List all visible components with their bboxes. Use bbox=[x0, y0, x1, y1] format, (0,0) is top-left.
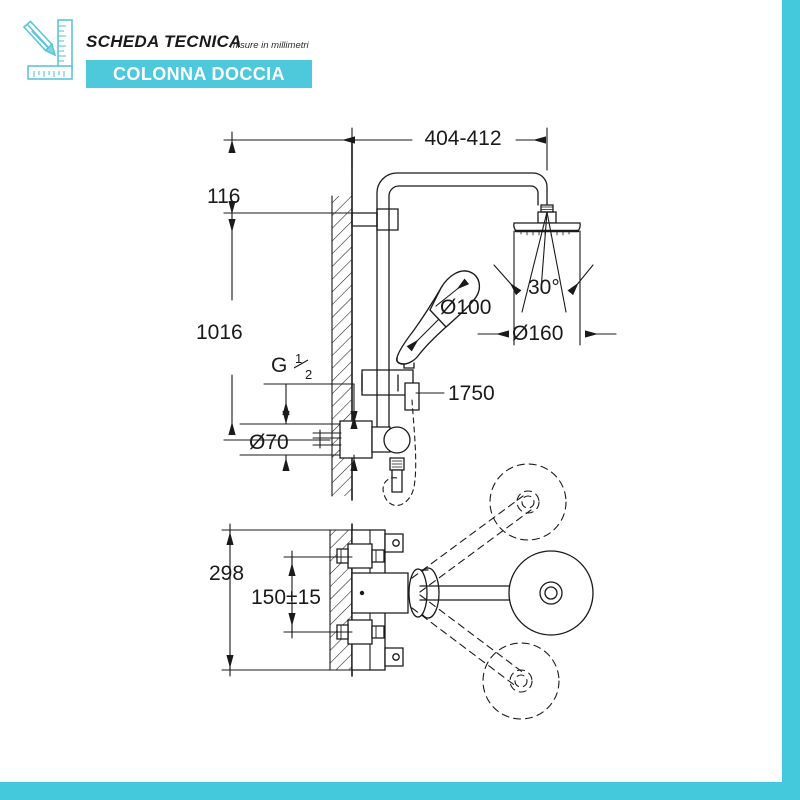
dim-label-column-height: 1016 bbox=[196, 321, 243, 344]
dim-label-inlet-centers: 150±15 bbox=[251, 586, 321, 609]
dim-headshower-diameter bbox=[477, 230, 617, 346]
dim-label-wall-connector-diameter: Ø70 bbox=[249, 431, 289, 454]
mixer-body bbox=[312, 420, 411, 493]
head-shower bbox=[513, 204, 581, 236]
product-name-band: COLONNA DOCCIA bbox=[86, 60, 312, 88]
dim-inlet-centers bbox=[283, 550, 353, 639]
dim-arm-projection bbox=[341, 127, 548, 171]
pencil-and-square-ruler-icon bbox=[18, 18, 80, 84]
slide-bar-holder bbox=[361, 369, 420, 411]
header: SCHEDA TECNICA misure in millimetri COLO… bbox=[18, 14, 348, 94]
dim-label-thread-numerator: 1 bbox=[295, 351, 302, 366]
plan-handle-assembly bbox=[408, 550, 594, 636]
dim-label-thread-size: G bbox=[271, 354, 287, 377]
dim-label-headshower-diameter: Ø160 bbox=[512, 322, 563, 345]
spray-angle-lines bbox=[521, 211, 567, 313]
plan-mixer-body bbox=[336, 529, 409, 671]
shower-hose bbox=[382, 399, 417, 506]
dim-label-spray-angle: 30° bbox=[528, 276, 560, 299]
dim-label-arm-projection: 404-412 bbox=[424, 127, 501, 150]
page-edge-right bbox=[782, 0, 800, 800]
product-name-label: COLONNA DOCCIA bbox=[113, 64, 285, 84]
dim-body-height bbox=[221, 523, 353, 677]
plan-handle-alt-positions bbox=[411, 463, 567, 720]
dim-label-hose-length: 1750 bbox=[448, 382, 495, 405]
page-title: SCHEDA TECNICA bbox=[86, 32, 242, 51]
page-subtitle: misure in millimetri bbox=[230, 40, 309, 51]
dimension-labels: 116 1016 404-412 Ø100 Ø160 30° 1750 Ø70 … bbox=[196, 127, 563, 609]
dim-label-body-height: 298 bbox=[209, 562, 244, 585]
page-edge-bottom bbox=[0, 782, 800, 800]
dim-label-thread-denominator: 2 bbox=[305, 367, 312, 382]
dim-label-handshower-diameter: Ø100 bbox=[440, 296, 491, 319]
dim-handshower-diameter bbox=[406, 278, 470, 352]
shower-riser-and-arm bbox=[351, 172, 548, 441]
dim-label-top-offset: 116 bbox=[207, 185, 240, 208]
dim-wall-connector bbox=[223, 410, 358, 472]
